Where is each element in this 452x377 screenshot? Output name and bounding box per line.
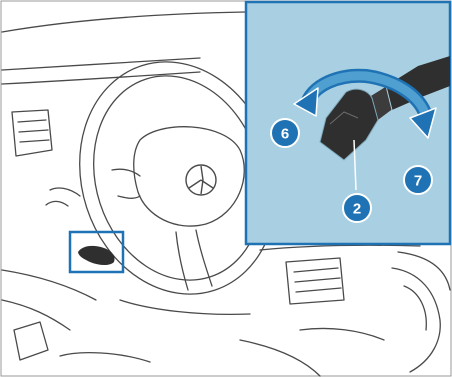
callout-6: 6 bbox=[271, 119, 299, 147]
callout-6-label: 6 bbox=[281, 126, 289, 143]
callout-7-label: 7 bbox=[414, 173, 422, 190]
callout-2: 2 bbox=[343, 194, 371, 222]
callout-7: 7 bbox=[404, 166, 432, 194]
callout-2-label: 2 bbox=[353, 201, 361, 218]
